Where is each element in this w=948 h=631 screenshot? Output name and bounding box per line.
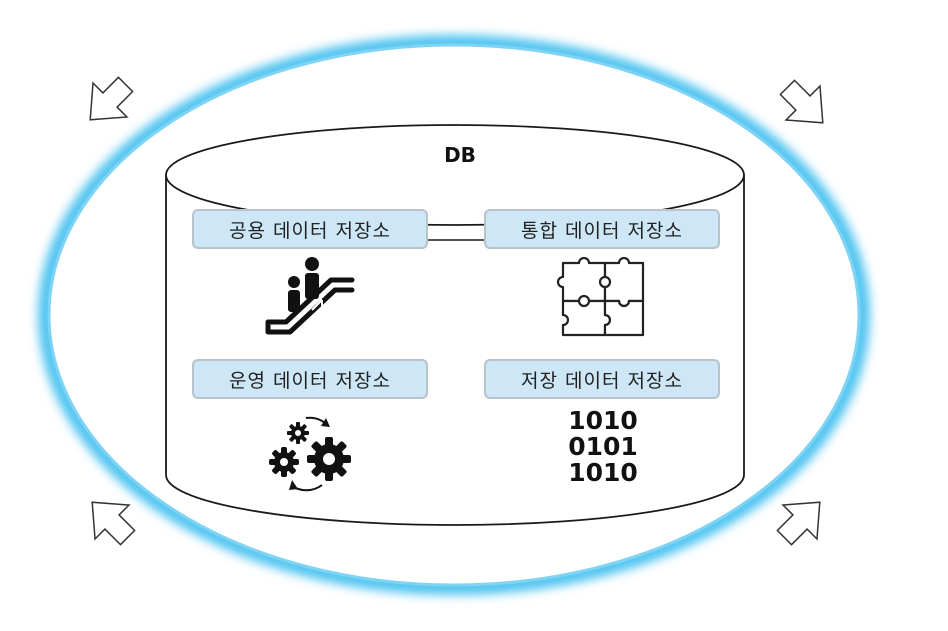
binary-line: 0101 [568,432,638,461]
arrow-top-right-icon [779,79,824,124]
escalator-icon [265,257,355,335]
binary-line: 1010 [568,458,638,487]
puzzle-icon [556,256,645,337]
arrow-top-left-icon [89,76,134,121]
arrow-bottom-right-icon [776,501,821,546]
db-title: DB [444,143,476,167]
integrated-data-store-label: 통합 데이터 저장소 [484,209,720,249]
arrow-bottom-left-icon [91,501,136,546]
operational-data-store-label: 운영 데이터 저장소 [192,359,428,399]
storage-data-store-label: 저장 데이터 저장소 [484,359,720,399]
gears-icon [269,416,351,492]
shared-data-store-label: 공용 데이터 저장소 [192,209,428,249]
binary-icon: 1010 0101 1010 [548,408,658,486]
binary-line: 1010 [568,406,638,435]
